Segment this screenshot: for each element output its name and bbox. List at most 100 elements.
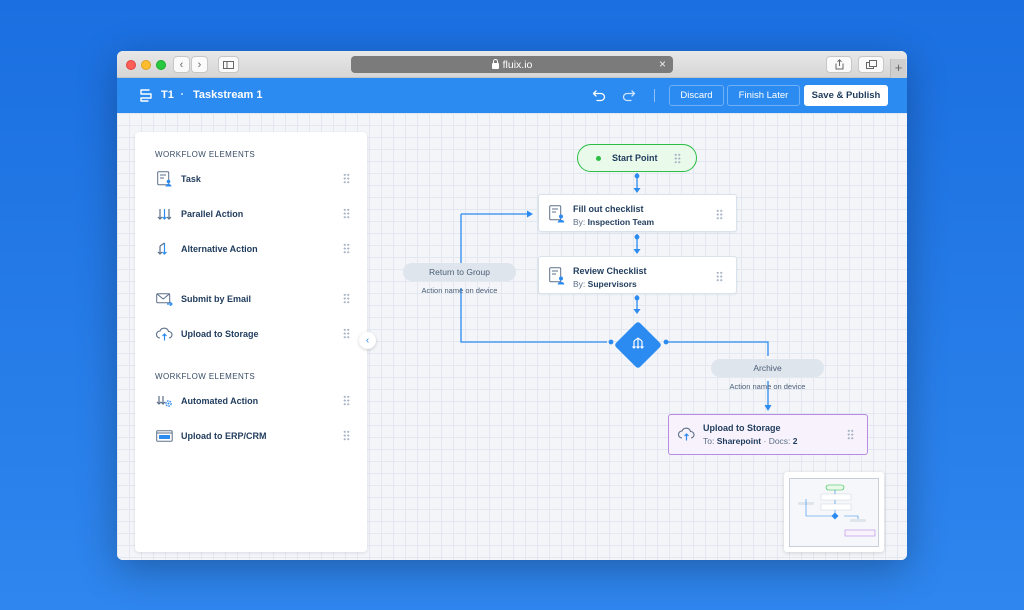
lock-icon [491, 58, 499, 69]
header-divider [654, 89, 655, 102]
start-point-node[interactable]: Start Point [577, 144, 697, 172]
sidebar-item-parallel-action[interactable]: Parallel Action [155, 202, 350, 226]
destination-name: Sharepoint [716, 436, 762, 446]
drag-handle-icon[interactable] [343, 208, 350, 219]
task-icon [549, 205, 565, 223]
http-icon [155, 427, 173, 445]
task-node-fill-out-checklist[interactable]: Fill out checklist By: Inspection Team [538, 194, 737, 232]
section-title: WORKFLOW ELEMENTS [155, 150, 256, 159]
minimize-window-button[interactable] [141, 60, 151, 70]
task-node-review-checklist[interactable]: Review Checklist By: Supervisors [538, 256, 737, 294]
browser-toolbar: ‹ › fluix.io × + [117, 51, 907, 78]
sidebar-item-alternative-action[interactable]: Alternative Action [155, 237, 350, 261]
sidebar-item-label: Task [181, 174, 201, 184]
assignee-prefix: By: [573, 217, 586, 227]
sidebar-item-task[interactable]: Task [155, 167, 350, 191]
drag-handle-icon[interactable] [674, 153, 681, 164]
sidebar-item-upload-to-erp-crm[interactable]: Upload to ERP/CRM [155, 424, 350, 448]
assignee-name: Supervisors [587, 279, 637, 289]
start-point-label: Start Point [612, 153, 658, 163]
drag-handle-icon[interactable] [343, 173, 350, 184]
node-title: Upload to Storage [703, 423, 781, 433]
destination-prefix: To: [703, 436, 715, 446]
start-dot [596, 156, 601, 161]
taskstream-code: T1 [161, 89, 174, 101]
workflow-canvas[interactable]: WORKFLOW ELEMENTS Task Parallel Action [117, 113, 907, 560]
node-destination: To: Sharepoint · Docs: 2 [703, 436, 798, 446]
docs-count: 2 [792, 436, 798, 446]
assignee-name: Inspection Team [587, 217, 655, 227]
section-title: WORKFLOW ELEMENTS [155, 372, 256, 381]
forward-button[interactable]: › [191, 56, 208, 73]
return-to-group-action[interactable]: Return to Group [403, 263, 516, 281]
finish-later-button[interactable]: Finish Later [727, 85, 800, 106]
clear-url-icon[interactable]: × [658, 57, 666, 71]
parallel-action-icon [155, 205, 173, 223]
cloud-upload-icon [678, 427, 695, 441]
back-button[interactable]: ‹ [173, 56, 190, 73]
drag-handle-icon[interactable] [343, 328, 350, 339]
workflow-elements-panel: WORKFLOW ELEMENTS Task Parallel Action [135, 132, 367, 552]
sidebar-item-label: Alternative Action [181, 244, 258, 254]
cloud-upload-icon [155, 325, 173, 343]
alternative-action-icon [632, 337, 644, 349]
docs-prefix: · Docs: [763, 436, 791, 446]
drag-handle-icon[interactable] [716, 209, 723, 220]
taskstream-title[interactable]: Taskstream 1 [193, 89, 263, 101]
minimap[interactable] [784, 472, 884, 552]
node-title: Fill out checklist [573, 204, 644, 214]
email-icon [155, 290, 173, 308]
minimap-viewport [789, 478, 879, 547]
sidebar-item-label: Parallel Action [181, 209, 244, 219]
drag-handle-icon[interactable] [343, 395, 350, 406]
address-bar[interactable]: fluix.io × [351, 56, 673, 73]
sidebar-item-upload-to-storage[interactable]: Upload to Storage [155, 322, 350, 346]
alternative-action-icon [155, 240, 173, 258]
drag-handle-icon[interactable] [343, 430, 350, 441]
drag-handle-icon[interactable] [343, 293, 350, 304]
task-icon [155, 170, 173, 188]
upload-to-storage-node[interactable]: Upload to Storage To: Sharepoint · Docs:… [668, 414, 868, 455]
close-window-button[interactable] [126, 60, 136, 70]
node-title: Review Checklist [573, 266, 647, 276]
sidebar-item-label: Automated Action [181, 396, 259, 406]
minimap-preview [798, 484, 876, 537]
discard-button[interactable]: Discard [669, 85, 724, 106]
url-text: fluix.io [502, 58, 533, 71]
taskstream-icon [140, 89, 152, 102]
tabs-icon [865, 60, 877, 69]
archive-action[interactable]: Archive [711, 359, 824, 377]
sidebar-item-submit-by-email[interactable]: Submit by Email [155, 287, 350, 311]
redo-icon[interactable] [622, 88, 636, 102]
drag-handle-icon[interactable] [716, 271, 723, 282]
sidebar-item-label: Upload to Storage [181, 329, 259, 339]
node-assignee: By: Supervisors [573, 279, 637, 289]
drag-handle-icon[interactable] [343, 243, 350, 254]
chevron-left-icon: ‹ [365, 335, 370, 346]
task-icon [549, 267, 565, 285]
share-button[interactable] [826, 56, 852, 73]
sidebar-item-automated-action[interactable]: Automated Action [155, 389, 350, 413]
sidebar-icon [223, 60, 234, 69]
title-separator [181, 93, 183, 95]
tabs-overview-button[interactable] [858, 56, 884, 73]
app-header: T1 Taskstream 1 Discard Finish Later Sav… [117, 78, 907, 113]
undo-icon[interactable] [592, 88, 606, 102]
collapse-panel-button[interactable]: ‹ [359, 332, 376, 349]
zoom-window-button[interactable] [156, 60, 166, 70]
sidebar-item-label: Upload to ERP/CRM [181, 431, 267, 441]
drag-handle-icon[interactable] [847, 429, 854, 440]
sidebar-toggle-button[interactable] [218, 56, 239, 73]
chevron-left-icon: ‹ [179, 58, 184, 71]
automated-action-icon [155, 392, 173, 410]
return-action-caption: Action name on device [421, 286, 498, 295]
chevron-right-icon: › [197, 58, 202, 71]
node-assignee: By: Inspection Team [573, 217, 654, 227]
assignee-prefix: By: [573, 279, 586, 289]
share-icon [835, 59, 843, 70]
archive-action-caption: Action name on device [729, 382, 806, 391]
browser-window: ‹ › fluix.io × + T1 Taskstream 1 [117, 51, 907, 560]
save-publish-button[interactable]: Save & Publish [804, 85, 888, 106]
sidebar-item-label: Submit by Email [181, 294, 252, 304]
new-tab-button[interactable]: + [890, 59, 906, 78]
